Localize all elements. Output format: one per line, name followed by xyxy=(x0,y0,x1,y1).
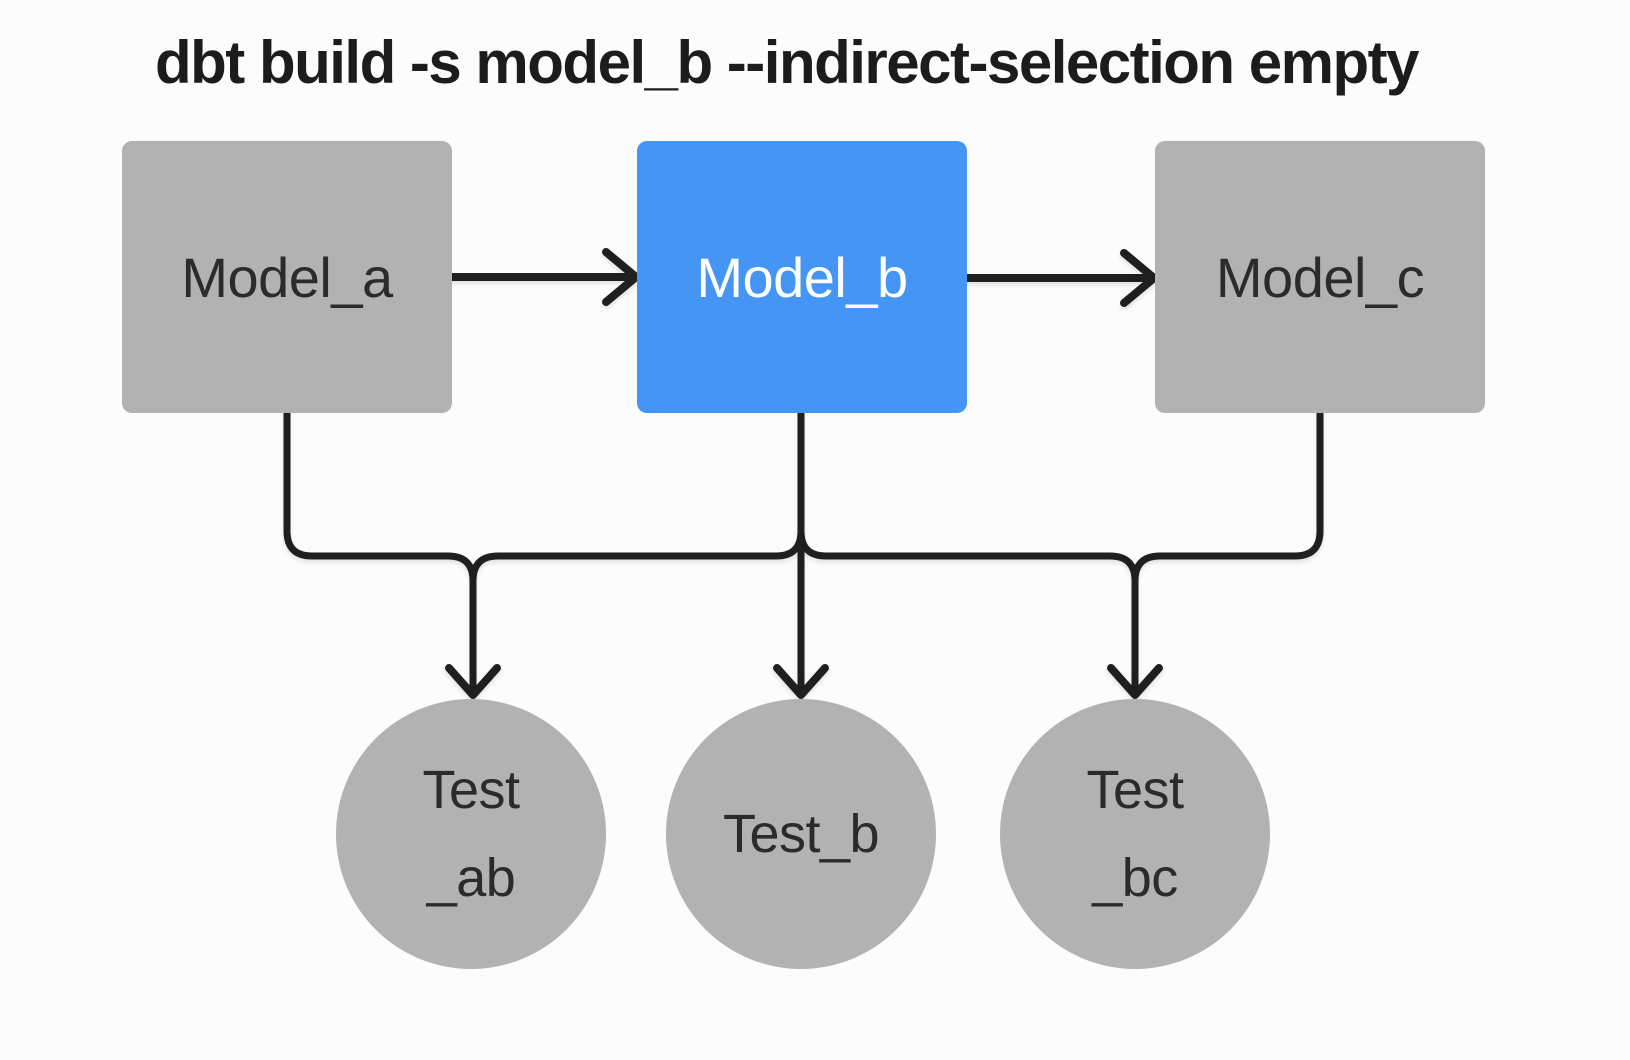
node-test-ab-label-line2: _ab xyxy=(426,848,516,908)
edge-model-b-to-test-ab xyxy=(469,409,805,690)
edge-model-c-to-test-bc xyxy=(1131,409,1324,690)
arrowhead-right-model-b-icon xyxy=(602,248,640,306)
node-model-b-label: Model_b xyxy=(696,245,908,309)
node-model-c-label: Model_c xyxy=(1215,245,1425,309)
arrowhead-down-test-bc-icon xyxy=(1107,664,1163,699)
node-test-ab: Test _ab xyxy=(336,699,606,969)
node-test-b: Test_b xyxy=(666,699,936,969)
node-model-a-label: Model_a xyxy=(181,245,393,309)
node-test-bc-label-line1: Test xyxy=(1086,760,1184,820)
node-model-a: Model_a xyxy=(122,141,452,413)
arrowhead-right-model-c-icon xyxy=(1120,249,1158,307)
node-test-bc-label-line2: _bc xyxy=(1092,848,1178,908)
arrowhead-down-test-b-icon xyxy=(773,664,829,699)
node-model-b-selected: Model_b xyxy=(637,141,967,413)
node-test-b-label-line1: Test_b xyxy=(722,804,880,864)
command-title: dbt build -s model_b --indirect-selectio… xyxy=(155,29,1419,96)
node-test-ab-label-line1: Test xyxy=(422,760,520,820)
edge-model-b-to-test-bc xyxy=(797,409,1139,690)
node-test-bc: Test _bc xyxy=(1000,699,1270,969)
arrowhead-down-test-ab-icon xyxy=(445,664,501,699)
node-model-c: Model_c xyxy=(1155,141,1485,413)
edge-model-a-to-test-ab xyxy=(283,409,477,690)
